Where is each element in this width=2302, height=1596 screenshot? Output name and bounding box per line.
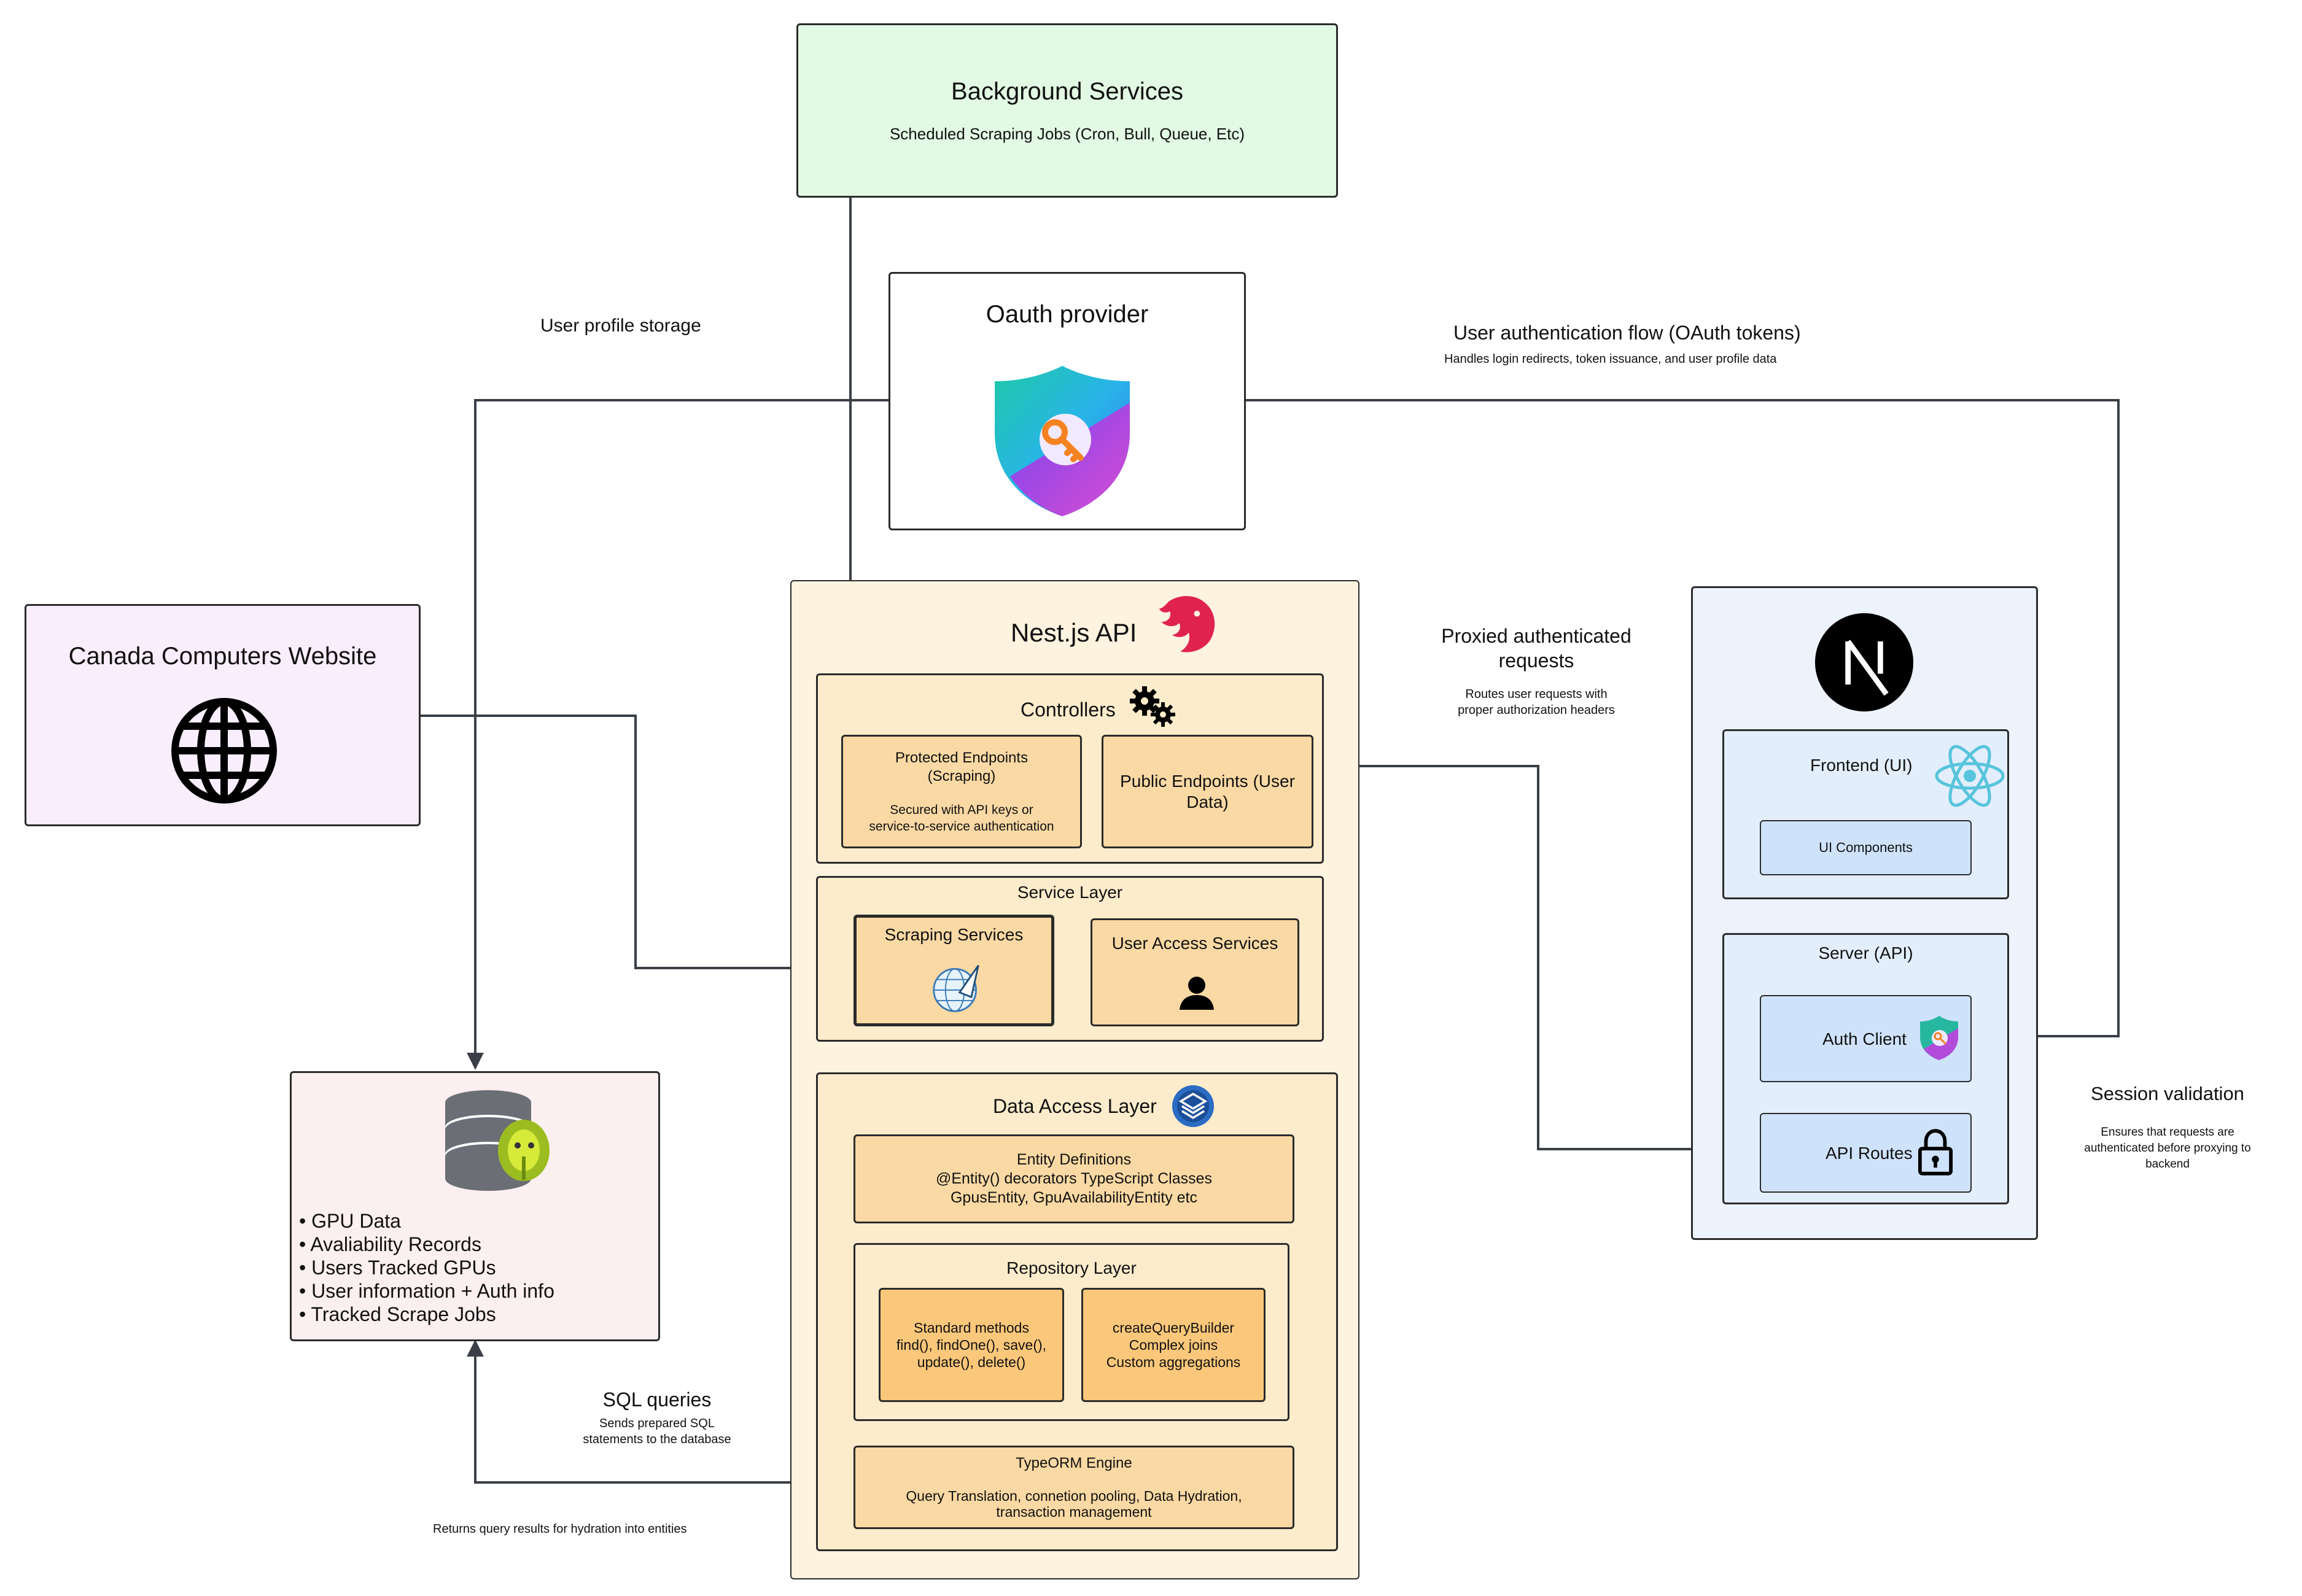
scraping-services-card[interactable]: Scraping Services [854,915,1054,1026]
nextjs-logo-icon [1814,613,1914,712]
protected-endpoints-title-line1: Protected Endpoints [895,749,1029,766]
standard-methods-title: Standard methods [914,1320,1029,1336]
controllers-box[interactable]: Controllers Protected Endpoints (Scrapin… [816,673,1324,864]
background-services-title: Background Services [951,78,1183,105]
session-validation-line1: Ensures that requests are [2101,1126,2234,1139]
server-api-box[interactable]: Server (API) Auth Client API Routes [1722,933,2009,1204]
api-routes-label: API Routes [1826,1144,1913,1163]
api-routes-card[interactable]: API Routes [1760,1113,1972,1193]
protected-endpoints-desc-line2: service-to-service authentication [869,819,1054,834]
entity-definitions-line3: GpusEntity, GpuAvailabilityEntity etc [950,1189,1198,1206]
canada-computers-title: Canada Computers Website [68,643,377,670]
canada-computers-box[interactable]: Canada Computers Website [25,604,421,826]
entity-definitions-title: Entity Definitions [1016,1151,1132,1168]
wire-oauth-to-database [467,399,889,1070]
returns-query-results-label: Returns query results for hydration into… [433,1522,687,1536]
typeorm-engine-line1: Query Translation, connetion pooling, Da… [906,1488,1242,1504]
database-box[interactable]: • GPU Data • Avaliability Records • User… [290,1071,660,1341]
react-logo-icon [1935,745,2005,807]
database-item: • Tracked Scrape Jobs [299,1303,496,1325]
user-access-services-card[interactable]: User Access Services [1091,918,1299,1026]
protected-endpoints-desc-line1: Secured with API keys or [890,802,1033,817]
service-layer-box[interactable]: Service Layer Scraping Services User Acc… [816,876,1324,1042]
data-access-layer-box[interactable]: Data Access Layer Entity Definitions @En… [816,1072,1338,1551]
session-validation-line3: backend [2145,1158,2190,1171]
nextjs-app-box[interactable]: Frontend (UI) UI Components Server (API)… [1691,586,2038,1240]
public-endpoints-card[interactable]: Public Endpoints (User Data) [1102,735,1313,848]
scraping-services-label: Scraping Services [884,925,1024,944]
auth-flow-subtitle: Handles login redirects, token issuance,… [1444,352,1777,366]
user-access-services-label: User Access Services [1111,934,1278,953]
proxied-subtitle-line1: Routes user requests with [1465,688,1608,701]
wire-orm-to-database [467,1339,850,1484]
session-validation-title: Session validation [2091,1083,2244,1104]
oauth-provider-title: Oauth provider [986,301,1149,328]
query-builder-card[interactable]: createQueryBuilder Complex joins Custom … [1081,1288,1266,1402]
frontend-ui-box[interactable]: Frontend (UI) UI Components [1722,729,2009,899]
repository-layer-title: Repository Layer [1006,1258,1137,1277]
user-icon [1180,977,1214,1010]
repository-layer-box[interactable]: Repository Layer Standard methods find()… [854,1243,1289,1421]
public-endpoints-line1: Public Endpoints (User [1120,771,1295,791]
wire-apiroutes-to-public [1320,757,1752,1150]
gears-icon [1130,686,1175,727]
ui-components-card[interactable]: UI Components [1760,820,1972,875]
sql-queries-line1: Sends prepared SQL [599,1417,715,1430]
typeorm-engine-title: TypeORM Engine [1016,1455,1132,1471]
entity-definitions-card[interactable]: Entity Definitions @Entity() decorators … [854,1134,1294,1223]
entity-definitions-line2: @Entity() decorators TypeScript Classes [935,1170,1213,1187]
user-profile-storage-label: User profile storage [540,316,701,336]
proxied-subtitle-line2: proper authorization headers [1458,703,1615,717]
background-services-box[interactable]: Background Services Scheduled Scraping J… [796,23,1338,198]
satellite-globe-icon [933,964,979,1012]
standard-methods-line3: update(), delete() [917,1354,1026,1370]
frontend-ui-title: Frontend (UI) [1810,756,1913,775]
session-validation-line2: authenticated before proxying to [2084,1142,2251,1155]
database-item: • GPU Data [299,1210,401,1232]
database-item-list: • GPU Data • Avaliability Records • User… [299,1209,554,1326]
protected-endpoints-title-line2: (Scraping) [927,767,996,784]
query-builder-line2: Complex joins [1129,1337,1218,1353]
public-endpoints-line2: Data) [1186,792,1229,812]
nestjs-api-box[interactable]: Nest.js API Controllers Protected Endpoi… [790,580,1359,1579]
lock-icon [1918,1129,1953,1176]
protected-endpoints-card[interactable]: Protected Endpoints (Scraping) Secured w… [841,735,1082,848]
typeorm-engine-card[interactable]: TypeORM Engine Query Translation, connet… [854,1446,1294,1529]
wire-canada-to-scraping [421,715,853,977]
proxied-title-line2: requests [1498,649,1574,672]
postgres-database-icon [445,1090,550,1191]
service-layer-title: Service Layer [1017,883,1123,902]
standard-methods-line2: find(), findOne(), save(), [896,1337,1047,1353]
auth-flow-title: User authentication flow (OAuth tokens) [1453,322,1801,344]
database-item: • User information + Auth info [299,1280,554,1302]
shield-small-icon [1920,1016,1958,1060]
proxied-title-line1: Proxied authenticated [1441,625,1631,647]
typeorm-engine-line2: transaction management [996,1504,1152,1520]
layers-stack-icon [1172,1085,1214,1127]
standard-methods-card[interactable]: Standard methods find(), findOne(), save… [879,1288,1064,1402]
data-access-layer-title: Data Access Layer [993,1095,1157,1117]
sql-queries-line2: statements to the database [583,1433,731,1446]
nestjs-logo-icon [1159,595,1215,653]
server-api-title: Server (API) [1818,943,1913,963]
background-services-subtitle: Scheduled Scraping Jobs (Cron, Bull, Que… [889,125,1245,143]
database-item: • Avaliability Records [299,1233,481,1255]
auth-client-label: Auth Client [1822,1029,1907,1048]
nestjs-api-title: Nest.js API [1011,618,1137,647]
sql-queries-title: SQL queries [602,1389,712,1411]
wire-oauth-to-authclient [1245,399,2120,1045]
query-builder-line3: Custom aggregations [1106,1354,1241,1370]
query-builder-title: createQueryBuilder [1112,1320,1235,1336]
controllers-title: Controllers [1021,699,1116,721]
globe-icon [171,698,277,804]
oauth-provider-box[interactable]: Oauth provider [889,272,1246,530]
shield-key-icon [995,366,1130,516]
database-item: • Users Tracked GPUs [299,1257,496,1279]
auth-client-card[interactable]: Auth Client [1760,995,1972,1082]
ui-components-label: UI Components [1819,840,1913,855]
